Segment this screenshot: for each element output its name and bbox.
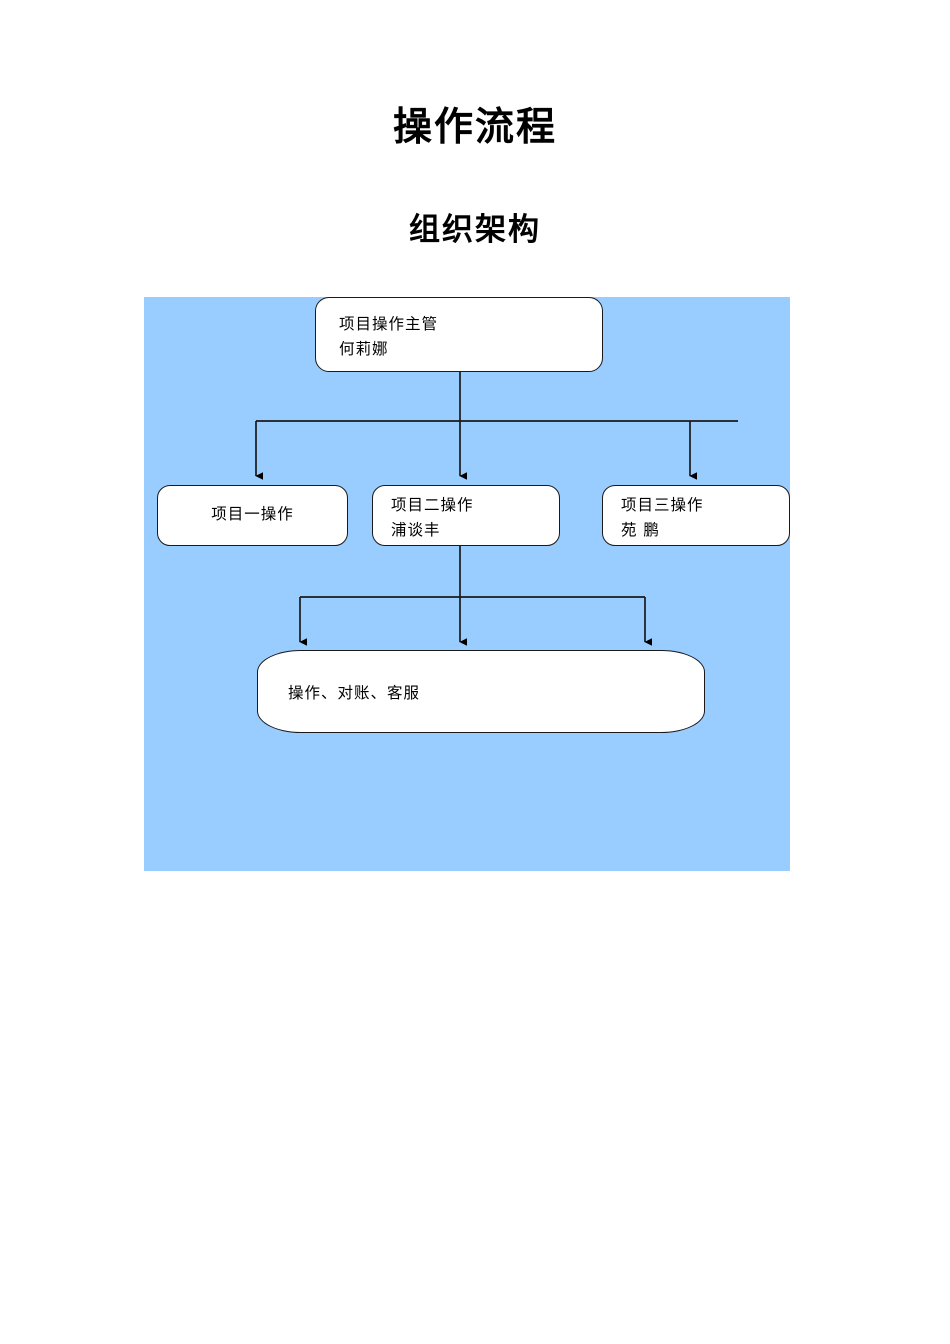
node-duties-label: 操作、对账、客服	[288, 684, 421, 702]
node-manager-person: 何莉娜	[339, 340, 389, 358]
org-chart-canvas: 项目操作主管 何莉娜 项目一操作 项目二操作 浦谈丰 项目三操作 苑 鹏 操作、…	[144, 297, 790, 871]
node-project-3[interactable]: 项目三操作 苑 鹏	[602, 485, 790, 546]
page-title: 操作流程	[392, 104, 557, 150]
node-manager-role: 项目操作主管	[339, 315, 439, 333]
node-project-3-person: 苑 鹏	[621, 521, 660, 539]
node-project-1[interactable]: 项目一操作	[157, 485, 348, 546]
node-manager[interactable]: 项目操作主管 何莉娜	[315, 297, 603, 372]
node-project-1-role: 项目一操作	[211, 505, 294, 523]
node-project-2-role: 项目二操作	[391, 496, 474, 514]
connector-lines	[255, 372, 738, 646]
node-project-2-person: 浦谈丰	[391, 521, 441, 539]
node-duties[interactable]: 操作、对账、客服	[257, 650, 705, 733]
node-project-3-role: 项目三操作	[621, 496, 704, 514]
section-title: 组织架构	[409, 212, 541, 248]
node-project-2[interactable]: 项目二操作 浦谈丰	[372, 485, 560, 546]
